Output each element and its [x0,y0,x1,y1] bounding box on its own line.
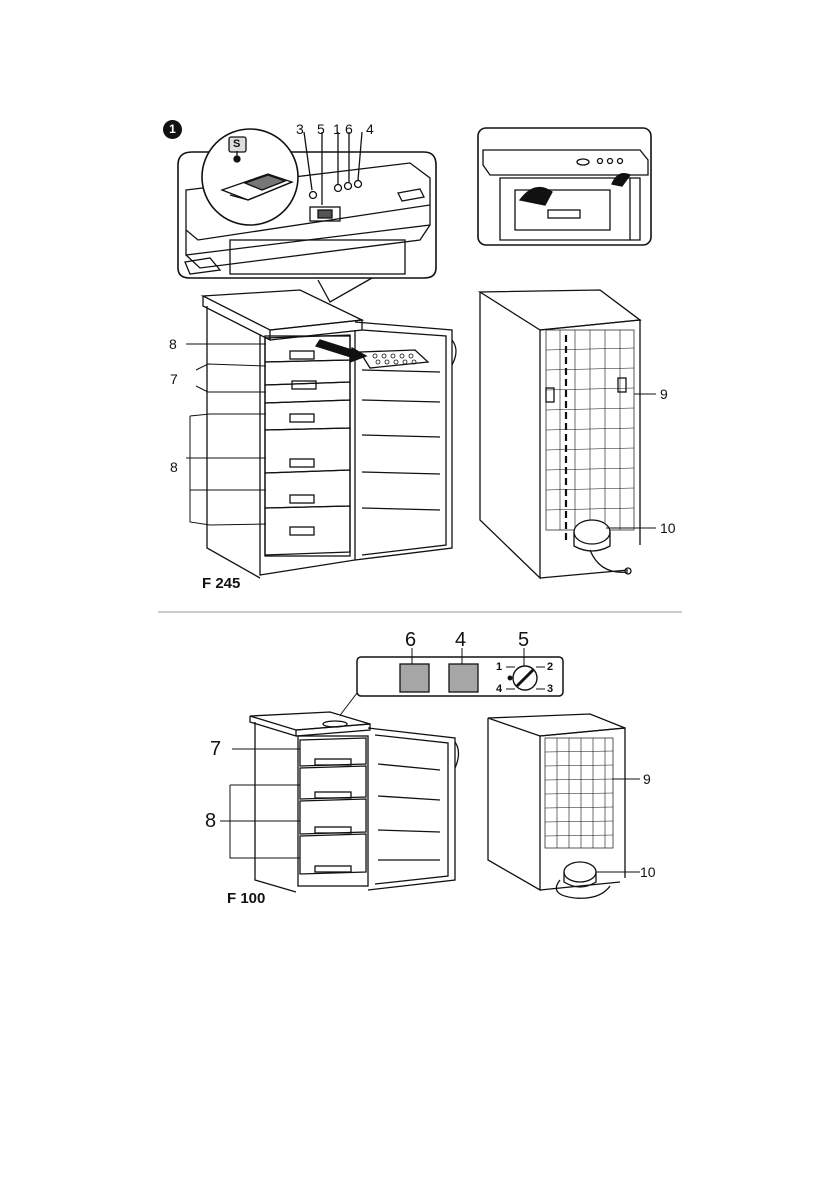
s-key-icon: S [233,139,240,150]
callout-8-top: 8 [169,337,177,351]
control-label-4: 4 [366,122,374,136]
f100-control-panel [338,648,563,718]
panel-label-6: 6 [405,630,416,650]
dial-position-4: 4 [496,684,502,695]
callout-10-f100: 10 [640,865,656,879]
model-label-f100: F 100 [227,890,265,907]
inset-pointer [318,278,372,302]
callout-7-f100: 7 [210,739,221,759]
f245-callout-lines [186,344,266,525]
callout-10-compressor: 10 [660,521,676,535]
callout-7-drawers: 7 [170,372,178,386]
dial-position-3: 3 [547,684,553,695]
f100-front-view [250,712,459,892]
control-label-3: 3 [296,122,304,136]
door-handle-inset [478,128,651,245]
control-label-5: 5 [317,122,325,136]
control-label-6: 6 [345,122,353,136]
callout-8-drawers: 8 [170,460,178,474]
f100-callout-lines [220,749,300,858]
panel-label-5: 5 [518,630,529,650]
dial-position-1: 1 [496,662,502,673]
model-label-f245: F 245 [202,575,240,592]
panel-label-4: 4 [455,630,466,650]
callout-9-condenser: 9 [660,387,668,401]
control-panel-detail [178,129,436,278]
f100-rear-view [488,714,640,898]
figure-number-badge: 1 [163,120,182,139]
dial-position-2: 2 [547,662,553,673]
f245-front-view [203,290,456,578]
control-label-1: 1 [333,122,341,136]
callout-8-f100: 8 [205,811,216,831]
callout-9-f100: 9 [643,772,651,786]
f245-rear-view [480,290,656,578]
